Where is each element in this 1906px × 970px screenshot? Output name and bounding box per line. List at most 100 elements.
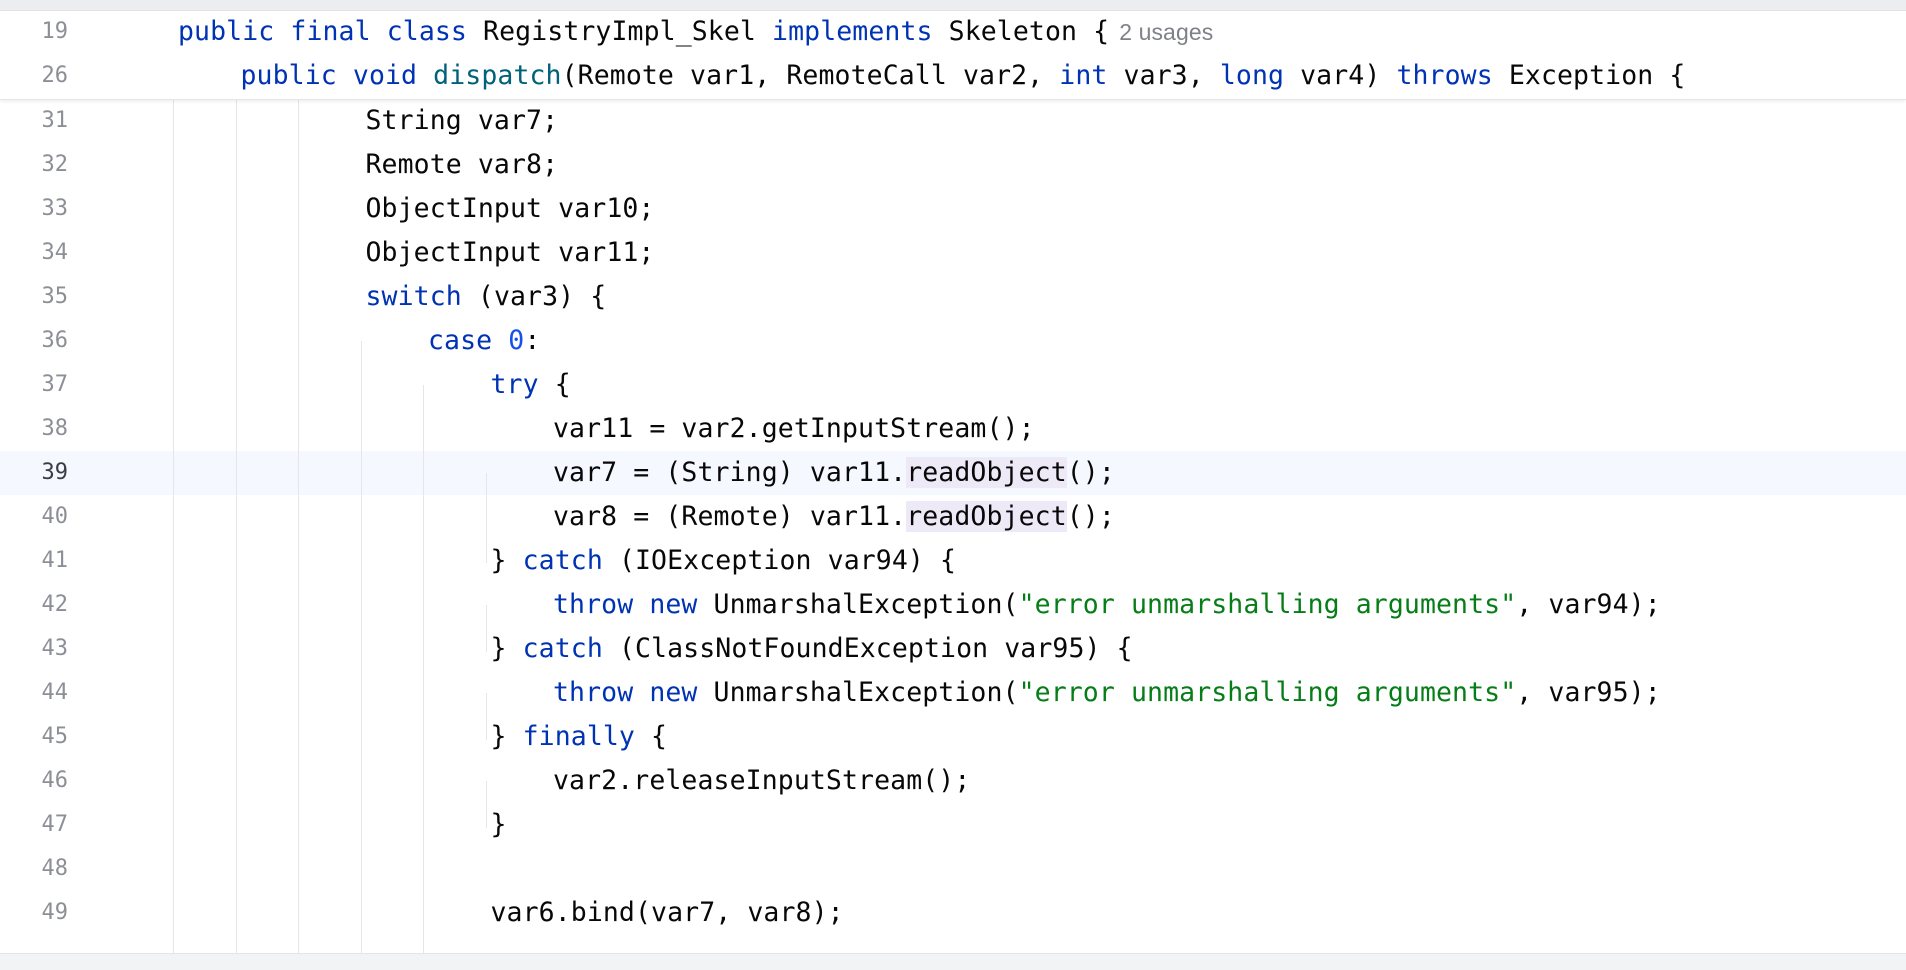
code-line[interactable]: 42 throw new UnmarshalException("error un… xyxy=(0,583,1906,627)
line-number[interactable]: 45 xyxy=(41,724,69,749)
code-token: throw xyxy=(553,677,650,708)
code-line[interactable]: 41 } catch (IOException var94) { xyxy=(0,539,1906,583)
code-token: catch xyxy=(522,633,619,664)
code-text[interactable]: throw new UnmarshalException("error unma… xyxy=(553,583,1661,627)
line-number[interactable]: 43 xyxy=(41,636,69,661)
code-line[interactable]: 19 public final class RegistryImpl_Skel i… xyxy=(0,10,1906,54)
code-token: (); xyxy=(1066,457,1115,488)
code-text[interactable]: throw new UnmarshalException("error unma… xyxy=(553,671,1661,715)
code-token: (Remote var1, RemoteCall var2, xyxy=(561,60,1060,91)
line-number[interactable]: 32 xyxy=(41,152,69,177)
usages-hint[interactable]: 2 usages xyxy=(1119,19,1214,45)
code-line[interactable]: 33 ObjectInput var10; xyxy=(0,187,1906,231)
code-token: finally xyxy=(522,721,652,752)
code-token: implements xyxy=(772,16,949,47)
code-text[interactable]: Remote var8; xyxy=(366,143,559,187)
code-text[interactable]: public void dispatch(Remote var1, Remote… xyxy=(241,54,1686,98)
code-line[interactable]: 36 case 0: xyxy=(0,319,1906,363)
code-text[interactable]: var11 = var2.getInputStream(); xyxy=(553,407,1035,451)
line-number[interactable]: 38 xyxy=(41,416,69,441)
code-line[interactable]: 31 String var7; xyxy=(0,99,1906,143)
code-line[interactable]: 37 try { xyxy=(0,363,1906,407)
code-line[interactable]: 43 } catch (ClassNotFoundException var95)… xyxy=(0,627,1906,671)
code-text[interactable]: var2.releaseInputStream(); xyxy=(553,759,970,803)
line-number[interactable]: 40 xyxy=(41,504,69,529)
sticky-scroll-header[interactable]: 19 public final class RegistryImpl_Skel i… xyxy=(0,11,1906,100)
code-token: var2.releaseInputStream(); xyxy=(553,765,971,796)
line-number[interactable]: 49 xyxy=(41,900,69,925)
code-token: catch xyxy=(522,545,619,576)
code-token: Remote var8; xyxy=(365,149,559,180)
code-text[interactable]: try { xyxy=(491,363,571,407)
code-line[interactable]: 45 } finally { xyxy=(0,715,1906,759)
line-number[interactable]: 26 xyxy=(41,63,69,88)
code-token: switch xyxy=(365,281,478,312)
line-number[interactable]: 47 xyxy=(41,812,69,837)
code-token: RegistryImpl_Skel xyxy=(483,16,773,47)
code-token: "error unmarshalling arguments" xyxy=(1018,677,1517,708)
code-token: { xyxy=(651,721,668,752)
code-token: var11 = var2.getInputStream(); xyxy=(553,413,1035,444)
code-line[interactable]: 48 xyxy=(0,847,1906,891)
indent-guide xyxy=(423,385,424,953)
indent-guide xyxy=(486,473,487,563)
code-line[interactable]: 47} xyxy=(0,803,1906,847)
code-text[interactable]: } catch (IOException var94) { xyxy=(491,539,957,583)
line-number[interactable]: 33 xyxy=(41,196,69,221)
code-text[interactable]: ObjectInput var11; xyxy=(366,231,655,275)
line-number[interactable]: 46 xyxy=(41,768,69,793)
code-token: var4) xyxy=(1300,60,1397,91)
code-token: new xyxy=(649,589,714,620)
code-token: Exception { xyxy=(1508,60,1686,91)
line-number[interactable]: 37 xyxy=(41,372,69,397)
code-line[interactable]: 35 switch (var3) { xyxy=(0,275,1906,319)
line-number[interactable]: 36 xyxy=(41,328,69,353)
code-text[interactable]: case 0: xyxy=(428,319,540,363)
code-text[interactable]: var7 = (String) var11.readObject(); xyxy=(553,451,1115,495)
code-line[interactable]: 46 var2.releaseInputStream(); xyxy=(0,759,1906,803)
code-line[interactable]: 40 var8 = (Remote) var11.readObject(); xyxy=(0,495,1906,539)
code-text[interactable]: String var7; xyxy=(366,99,559,143)
indent-guide xyxy=(236,100,237,953)
line-number[interactable]: 42 xyxy=(41,592,69,617)
code-token: dispatch xyxy=(433,60,562,91)
line-number[interactable]: 19 xyxy=(41,19,69,44)
code-text[interactable]: } finally { xyxy=(491,715,668,759)
code-text[interactable]: switch (var3) { xyxy=(366,275,607,319)
code-text[interactable]: var6.bind(var7, var8); xyxy=(491,891,844,935)
code-line[interactable]: 49 var6.bind(var7, var8); xyxy=(0,891,1906,935)
line-number[interactable]: 44 xyxy=(41,680,69,705)
line-number[interactable]: 35 xyxy=(41,284,69,309)
code-token: var6.bind(var7, var8); xyxy=(490,897,844,928)
line-number[interactable]: 48 xyxy=(41,856,69,881)
code-line[interactable]: 38 var11 = var2.getInputStream(); xyxy=(0,407,1906,451)
code-text[interactable]: public final class RegistryImpl_Skel imp… xyxy=(178,10,1213,54)
code-token: , var95); xyxy=(1516,677,1661,708)
code-text[interactable]: } catch (ClassNotFoundException var95) { xyxy=(491,627,1133,671)
code-token: new xyxy=(649,677,714,708)
code-token: var3, xyxy=(1123,60,1220,91)
code-text[interactable]: ObjectInput var10; xyxy=(366,187,655,231)
indent-guide xyxy=(173,100,174,953)
code-line[interactable]: 39 var7 = (String) var11.readObject(); xyxy=(0,451,1906,495)
code-token: throw xyxy=(553,589,650,620)
code-token: "error unmarshalling arguments" xyxy=(1018,589,1517,620)
code-text[interactable]: } xyxy=(491,803,507,847)
code-token: void xyxy=(352,60,434,91)
code-line[interactable]: 32 Remote var8; xyxy=(0,143,1906,187)
code-token: readObject xyxy=(906,457,1067,488)
code-token: } xyxy=(490,545,523,576)
code-text[interactable]: var8 = (Remote) var11.readObject(); xyxy=(553,495,1115,539)
code-line[interactable]: 34 ObjectInput var11; xyxy=(0,231,1906,275)
line-number[interactable]: 34 xyxy=(41,240,69,265)
line-number[interactable]: 41 xyxy=(41,548,69,573)
line-number[interactable]: 31 xyxy=(41,108,69,133)
code-token: long xyxy=(1219,60,1301,91)
line-number[interactable]: 39 xyxy=(41,460,69,485)
editor-bottom-scrollbar[interactable] xyxy=(0,953,1906,970)
code-line[interactable]: 44 throw new UnmarshalException("error un… xyxy=(0,671,1906,715)
code-token: UnmarshalException( xyxy=(713,677,1019,708)
code-line[interactable]: 26 public void dispatch(Remote var1, Remo… xyxy=(0,54,1906,98)
editor-top-border xyxy=(0,0,1906,11)
